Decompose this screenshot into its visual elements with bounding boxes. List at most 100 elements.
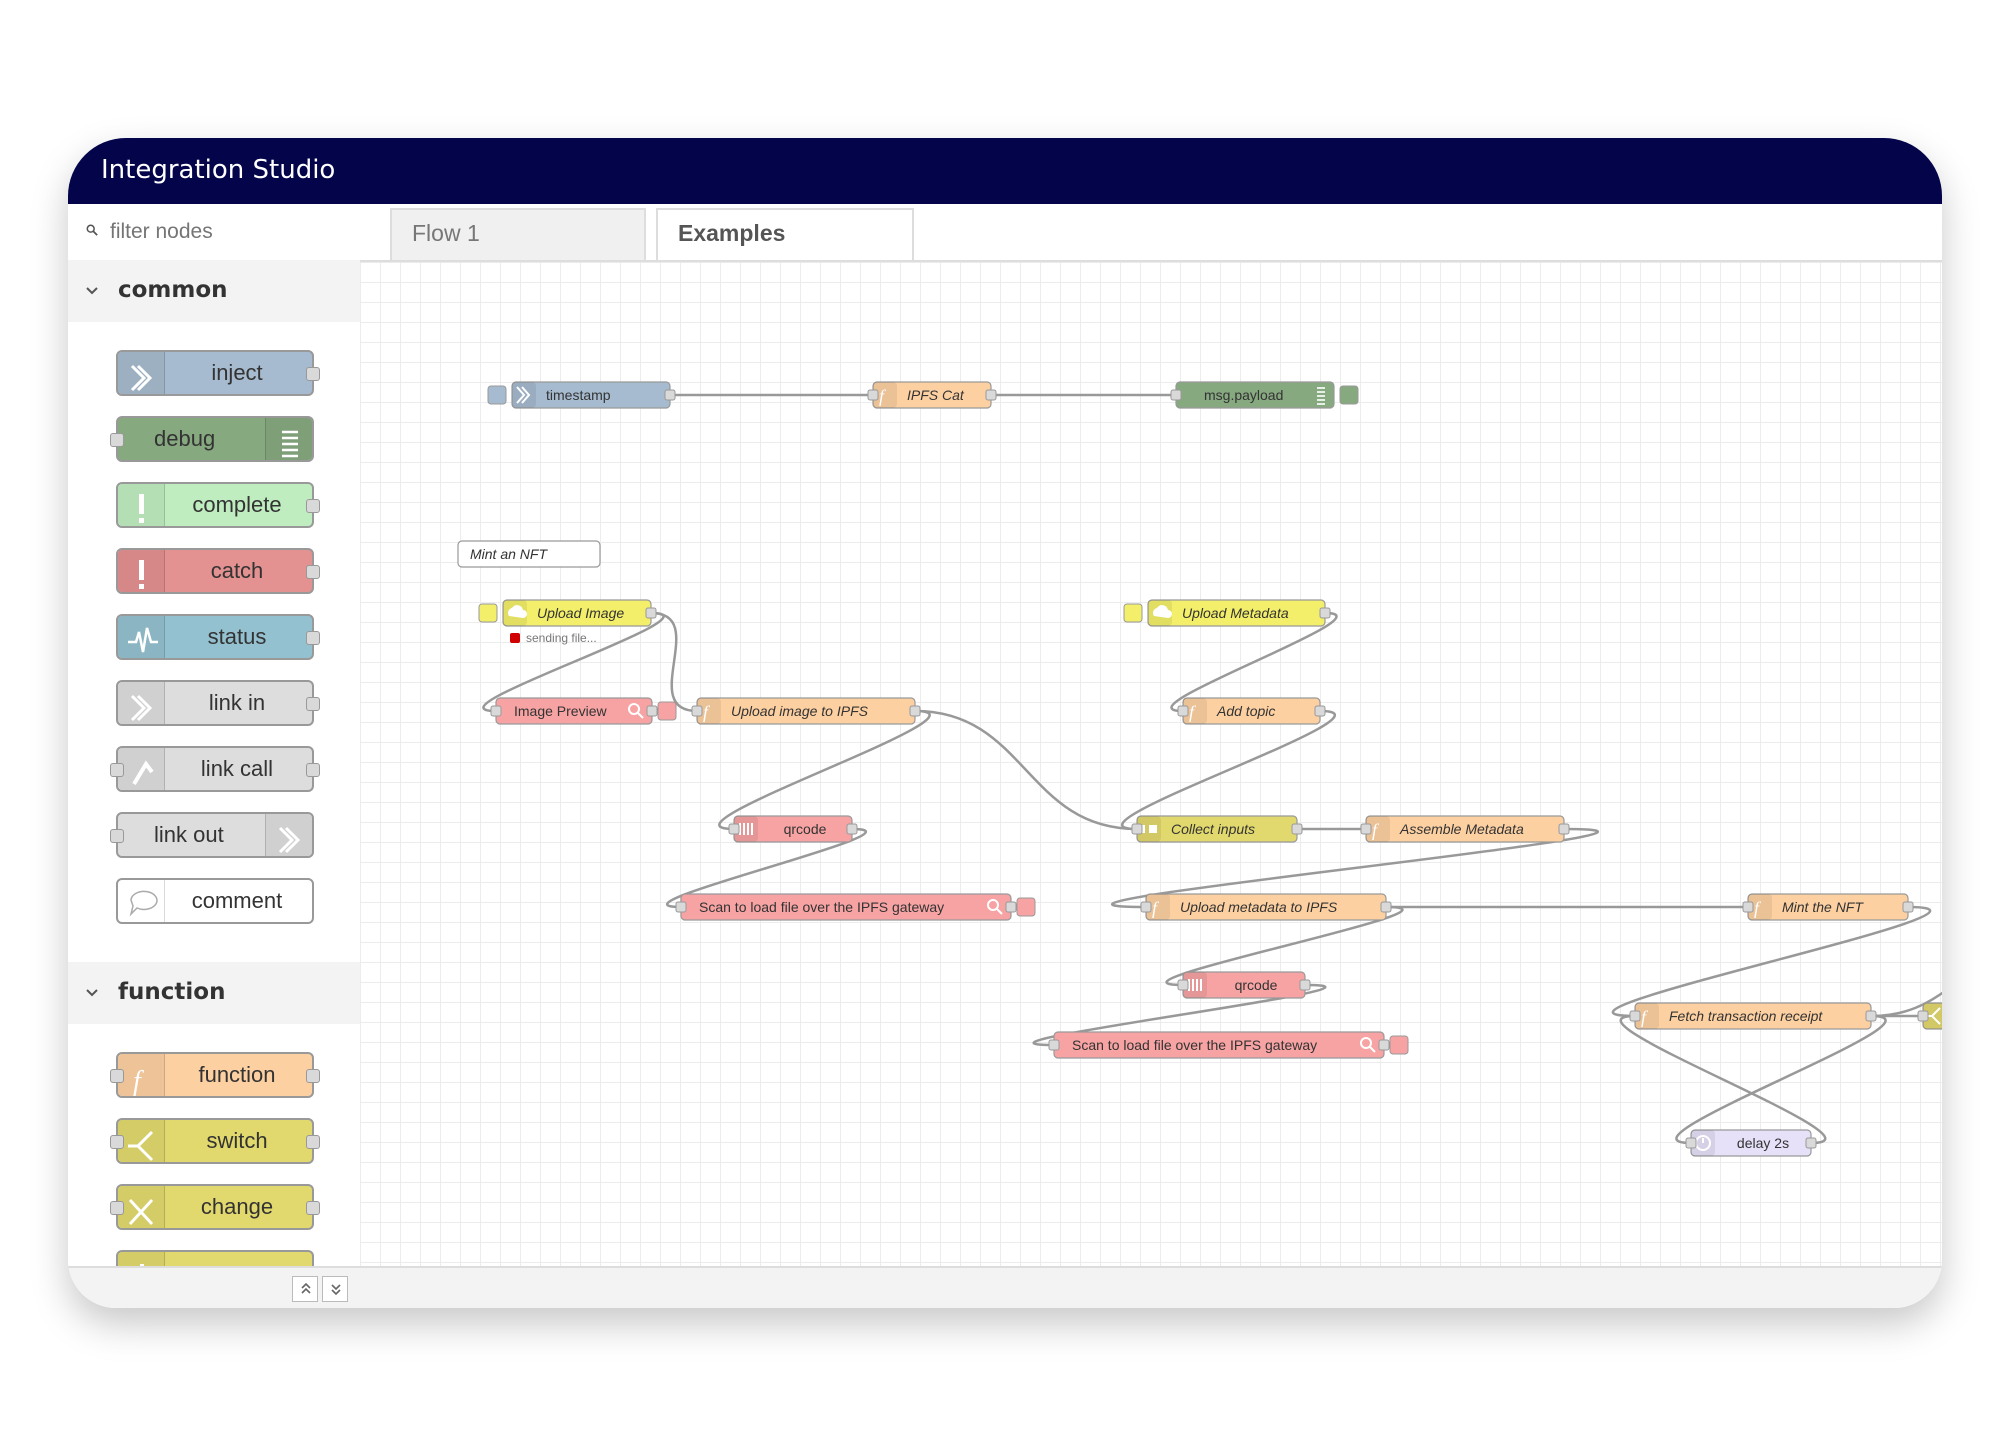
flow-node-body[interactable] <box>457 540 601 568</box>
wire[interactable] <box>914 709 1138 831</box>
output-port[interactable] <box>1558 823 1570 835</box>
palette-node-range[interactable]: range <box>116 1250 314 1266</box>
wire[interactable] <box>1619 1014 1827 1145</box>
wire[interactable] <box>482 611 665 713</box>
wire[interactable] <box>1170 611 1338 713</box>
palette-node-comment[interactable]: comment <box>116 878 314 924</box>
input-port[interactable] <box>1170 389 1182 401</box>
palette-node-catch[interactable]: catch <box>116 548 320 594</box>
output-port[interactable] <box>1380 901 1392 913</box>
input-port[interactable] <box>110 1135 124 1149</box>
palette-node-debug[interactable]: debug <box>110 416 314 462</box>
palette-node-switch[interactable]: switch <box>110 1118 320 1164</box>
input-port[interactable] <box>490 705 502 717</box>
output-port[interactable] <box>306 763 320 777</box>
input-port[interactable] <box>110 1201 124 1215</box>
flow-node[interactable]: delay 2s <box>1685 1129 1817 1157</box>
input-port[interactable] <box>110 763 124 777</box>
debug-toggle-button[interactable] <box>1339 385 1359 405</box>
palette-node-link-in[interactable]: link in <box>116 680 320 726</box>
input-port[interactable] <box>1177 705 1189 717</box>
palette-node-inject[interactable]: inject <box>116 350 320 396</box>
wire[interactable] <box>1675 1014 1887 1145</box>
category-header-function[interactable]: function <box>68 962 360 1024</box>
input-port[interactable] <box>110 433 124 447</box>
wire[interactable] <box>718 709 931 831</box>
input-port[interactable] <box>691 705 703 717</box>
input-port[interactable] <box>1629 1010 1641 1022</box>
input-port[interactable] <box>1177 979 1189 991</box>
inject-trigger-button[interactable] <box>478 603 498 623</box>
output-port[interactable] <box>645 607 657 619</box>
output-port[interactable] <box>909 705 921 717</box>
flow-node[interactable]: Upload Metadata <box>1123 599 1331 627</box>
output-port[interactable] <box>306 367 320 381</box>
input-port[interactable] <box>110 1069 124 1083</box>
output-port[interactable] <box>1005 901 1017 913</box>
input-port[interactable] <box>1917 1010 1929 1022</box>
output-port[interactable] <box>306 499 320 513</box>
input-port[interactable] <box>110 829 124 843</box>
output-port[interactable] <box>306 565 320 579</box>
output-port[interactable] <box>1291 823 1303 835</box>
input-port[interactable] <box>1048 1039 1060 1051</box>
preview-toggle-button[interactable] <box>1389 1035 1409 1055</box>
output-port[interactable] <box>306 1069 320 1083</box>
tab-flow-1[interactable]: Flow 1 <box>390 208 646 260</box>
expand-all-button[interactable] <box>322 1276 348 1302</box>
input-port[interactable] <box>1685 1137 1697 1149</box>
wire[interactable] <box>1611 905 1932 1018</box>
output-port[interactable] <box>1319 607 1331 619</box>
preview-toggle-button[interactable] <box>657 701 677 721</box>
output-port[interactable] <box>1378 1039 1390 1051</box>
inject-trigger-button[interactable] <box>1123 603 1143 623</box>
input-port[interactable] <box>1131 823 1143 835</box>
output-port[interactable] <box>306 697 320 711</box>
flow-node[interactable]: qrcode <box>1177 971 1311 999</box>
flow-node[interactable]: Upload Image <box>478 599 657 627</box>
output-port[interactable] <box>1299 979 1311 991</box>
output-port[interactable] <box>1805 1137 1817 1149</box>
output-port[interactable] <box>1865 1010 1877 1022</box>
tab-examples[interactable]: Examples <box>656 208 914 260</box>
input-port[interactable] <box>1360 823 1372 835</box>
output-port[interactable] <box>1902 901 1914 913</box>
output-port[interactable] <box>306 1135 320 1149</box>
flow-node[interactable]: msg.payload <box>1170 381 1359 409</box>
wire[interactable] <box>1121 709 1336 831</box>
flow-node[interactable]: qrcode <box>728 815 858 843</box>
output-port[interactable] <box>846 823 858 835</box>
flow-node[interactable]: timestamp <box>487 381 676 409</box>
output-port[interactable] <box>664 389 676 401</box>
flow-node[interactable]: Check Re <box>1917 1002 1942 1030</box>
wire[interactable] <box>666 827 867 909</box>
filter-nodes-input[interactable] <box>108 214 342 250</box>
category-header-common[interactable]: common <box>68 260 360 322</box>
input-port[interactable] <box>1742 901 1754 913</box>
output-port[interactable] <box>306 631 320 645</box>
palette-node-link-out[interactable]: link out <box>110 812 314 858</box>
palette-node-status[interactable]: status <box>116 614 320 660</box>
flow-node[interactable]: Collect inputs <box>1131 815 1303 843</box>
output-port[interactable] <box>985 389 997 401</box>
flow-node[interactable]: Mint an NFT <box>457 540 601 568</box>
input-port[interactable] <box>1140 901 1152 913</box>
output-port[interactable] <box>1314 705 1326 717</box>
flow-node[interactable]: Scan to load file over the IPFS gateway <box>675 893 1036 921</box>
input-port[interactable] <box>728 823 740 835</box>
wire[interactable] <box>650 611 698 713</box>
wire[interactable] <box>1032 983 1327 1047</box>
flow-node[interactable]: Scan to load file over the IPFS gateway <box>1048 1031 1409 1059</box>
wire[interactable] <box>1165 905 1404 987</box>
palette-node-change[interactable]: change <box>110 1184 320 1230</box>
inject-trigger-button[interactable] <box>487 385 507 405</box>
collapse-all-button[interactable] <box>292 1276 318 1302</box>
